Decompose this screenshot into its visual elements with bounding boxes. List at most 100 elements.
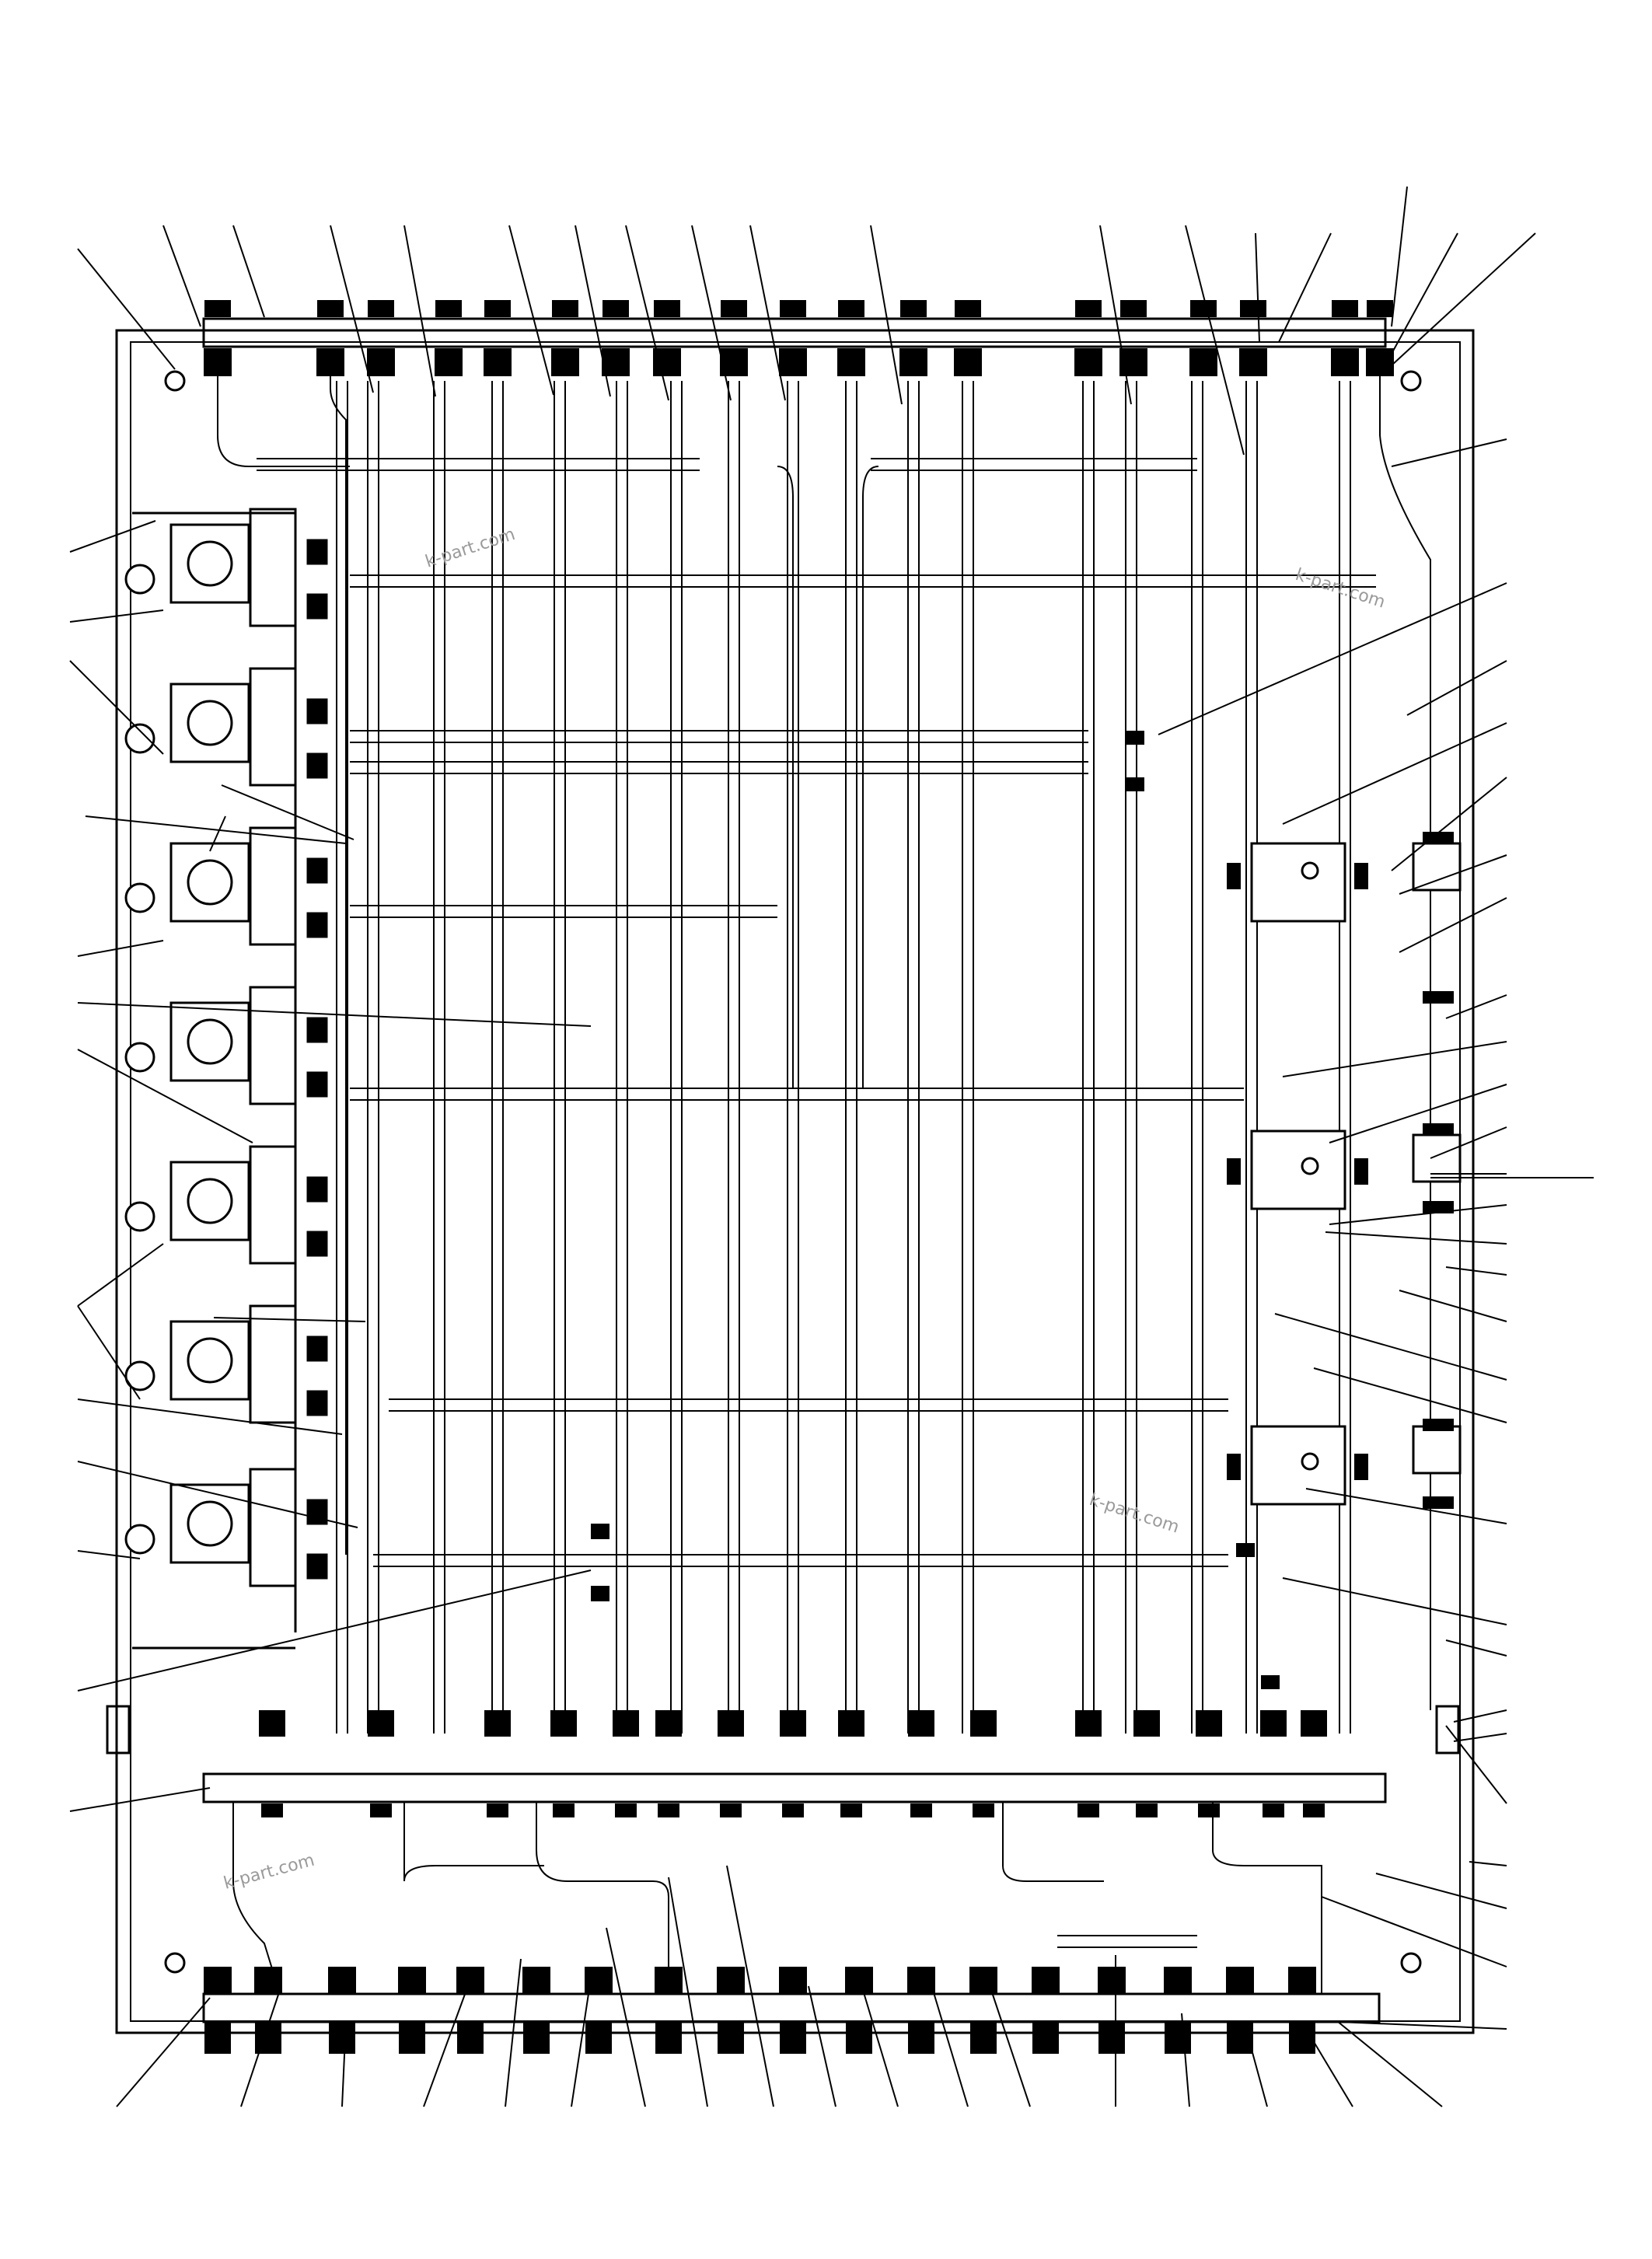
lower-fitting-elbow [969,1967,997,1993]
top-fitting-elbow [316,348,344,376]
lower-fitting-nut [1032,2023,1059,2054]
callout-leader [1375,1873,1507,1909]
bottom-fitting-nut [487,1803,508,1817]
callout-leader [1185,225,1245,456]
callout-leader [1321,1896,1507,1967]
callout-leader [69,660,164,755]
callout-leader [1325,1231,1507,1245]
callout-leader [232,225,265,318]
top-fitting-elbow [435,348,463,376]
top-fitting-elbow [954,348,982,376]
solenoid-valve-stack [124,508,328,1587]
solenoid-coil [169,1161,250,1241]
callout-leader [77,1550,141,1559]
lower-fitting-elbow [456,1967,484,1993]
callout-leader [990,1989,1031,2107]
top-fitting-elbow [779,348,807,376]
lower-fitting-nut [399,2023,425,2054]
right-valve-fittings [591,731,1454,1689]
bottom-fitting-elbow [259,1710,285,1737]
callout-leader [1313,1367,1507,1423]
bottom-fitting-elbow [368,1710,394,1737]
callout-leader [932,1989,969,2107]
callout-leader [209,815,226,852]
callout-leader [1329,1084,1507,1143]
top-fitting-nut [317,300,344,317]
top-fitting-nut [654,300,680,317]
callout-leader [571,1978,592,2107]
callout-leader [213,1317,366,1322]
callout-leader [1430,1126,1507,1159]
bottom-fitting-elbow [908,1710,934,1737]
top-fitting-elbow [484,348,512,376]
lower-fitting-nut [457,2023,484,2054]
lower-fitting-nut [908,2023,934,2054]
vertical-tube-lines [217,376,1431,1734]
callout-leader [77,1049,253,1143]
valve-port-fitting [306,1071,328,1098]
top-manifold-fittings [204,300,1394,376]
lower-fitting-nut [970,2023,997,2054]
manifold-bars [202,317,1387,2023]
top-fitting-nut [435,300,462,317]
callout-leader [1406,660,1507,716]
top-fitting-nut [484,300,511,317]
callout-leader [862,1989,899,2107]
callout-leader [77,1305,141,1400]
solenoid-cap [187,1178,233,1224]
callout-leader [1469,1861,1507,1866]
bottom-fitting-nut [261,1803,283,1817]
bottom-fitting-elbow [1196,1710,1222,1737]
bottom-fitting-nut [973,1803,994,1817]
callout-leader [1282,722,1507,825]
top-fitting-nut [838,300,864,317]
callout-leader [1099,225,1132,405]
top-fitting-elbow [1366,348,1394,376]
top-fitting-nut [721,300,747,317]
tube-bend [777,466,794,1088]
callout-leader [240,1989,281,2107]
top-fitting-nut [1120,300,1147,317]
valve-body [249,508,297,627]
bottom-fitting-nut [553,1803,575,1817]
valve-body [249,826,297,946]
solenoid-cap [187,1337,233,1384]
lower-fitting-elbow [779,1967,807,1993]
valve-port-fitting [306,1499,328,1525]
valve-body [249,667,297,787]
lower-fitting-elbow [1098,1967,1126,1993]
top-fitting-nut [552,300,578,317]
callout-leader [1329,1204,1507,1225]
top-fitting-elbow [551,348,579,376]
lower-fitting-elbow [907,1967,935,1993]
bottom-fitting-elbow [780,1710,806,1737]
lower-fitting-elbow [845,1967,873,1993]
tube-bend [330,376,347,1555]
lower-fitting-elbow [1164,1967,1192,1993]
tube-bend [1379,376,1431,1710]
callout-leader [1391,438,1507,467]
valve-body [249,986,297,1105]
lower-fitting-nut [585,2023,612,2054]
bottom-fitting-nut [782,1803,804,1817]
top-fitting-nut [955,300,981,317]
callout-leader [77,1243,164,1307]
lower-fitting-elbow [1226,1967,1254,1993]
bottom-fitting-nut [1136,1803,1158,1817]
callout-leader [1181,2013,1190,2107]
valve-port-fitting [306,1335,328,1362]
callout-leader [606,1927,646,2107]
top-fitting-elbow [204,348,232,376]
lower-fitting-nut [1098,2023,1125,2054]
watermark-text: k-part.com [222,1851,316,1894]
callout-leader [1399,1290,1507,1322]
callout-leader [1321,2020,1507,2030]
top-fitting-nut [1240,300,1266,317]
lower-fitting-elbow [717,1967,745,1993]
top-fitting-nut [368,300,394,317]
callout-leader [505,1958,522,2107]
lower-fitting-elbow [1032,1967,1060,1993]
callout-leader [1391,232,1458,354]
bottom-branch-lines [232,1802,1322,1995]
